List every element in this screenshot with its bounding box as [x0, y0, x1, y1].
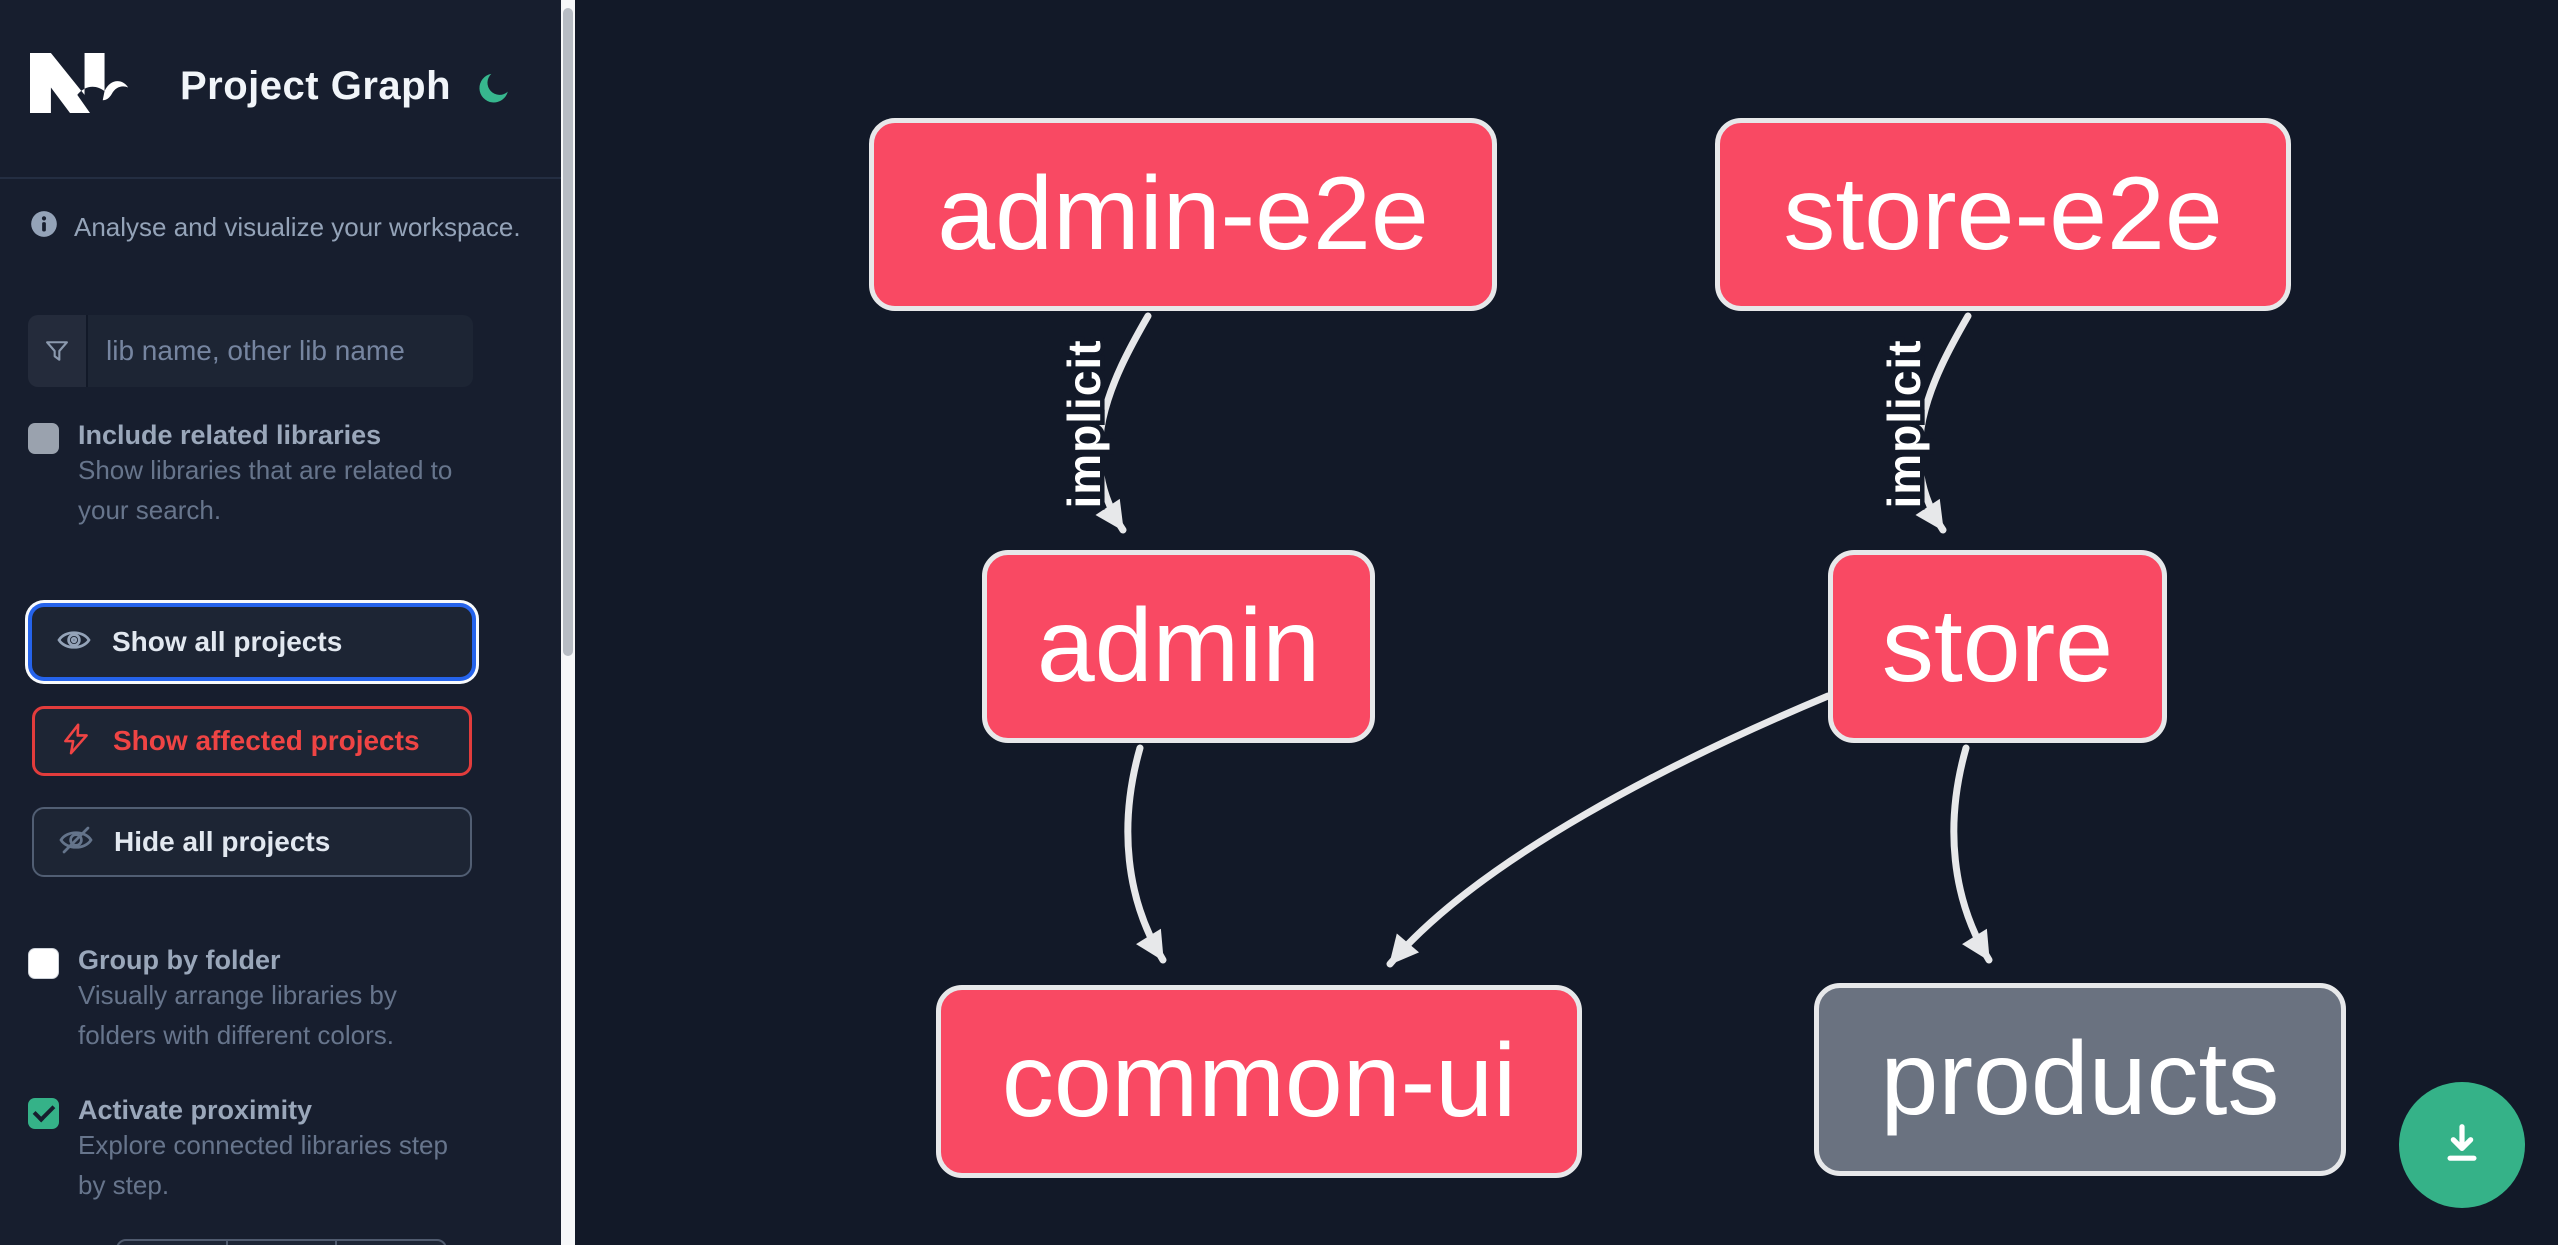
activate-proximity-label: Activate proximity — [78, 1095, 313, 1125]
eye-slash-icon — [58, 822, 94, 863]
node-admin-e2e[interactable]: admin-e2e — [869, 118, 1497, 311]
edge-store-e2e-store — [1915, 312, 1972, 534]
show-all-projects-button[interactable]: Show all projects — [32, 607, 472, 677]
edge-admin-common-ui — [1124, 744, 1167, 964]
group-by-folder-description: Visually arrange libraries by folders wi… — [78, 980, 397, 1050]
sidebar: Project Graph Analyse and visualize your… — [0, 0, 561, 1245]
edge-store-common-ui — [1386, 692, 1832, 968]
filter-funnel-icon — [28, 315, 88, 387]
dependency-edges: implicit implicit — [1054, 312, 1993, 968]
info-icon — [30, 210, 58, 238]
hide-all-projects-label: Hide all projects — [114, 826, 331, 857]
node-label: common-ui — [1001, 1023, 1517, 1139]
node-label: products — [1880, 1021, 2280, 1137]
show-all-projects-label: Show all projects — [112, 626, 343, 657]
activate-proximity-checkbox[interactable] — [28, 1098, 59, 1129]
node-common-ui[interactable]: common-ui — [936, 985, 1582, 1178]
sidebar-scrollbar-thumb[interactable] — [563, 8, 573, 656]
node-products[interactable]: products — [1814, 983, 2346, 1176]
download-icon — [2436, 1117, 2488, 1174]
edge-store-products — [1950, 744, 1993, 964]
group-by-folder-label: Group by folder — [78, 945, 281, 975]
edge-label-implicit: implicit — [1058, 339, 1110, 508]
node-store-e2e[interactable]: store-e2e — [1715, 118, 2291, 311]
node-admin[interactable]: admin — [982, 550, 1375, 743]
workspace-tagline: Analyse and visualize your workspace. — [74, 212, 521, 242]
activate-proximity-description: Explore connected libraries step by step… — [78, 1130, 448, 1200]
search-input[interactable] — [88, 315, 473, 387]
show-affected-projects-button[interactable]: Show affected projects — [32, 706, 472, 776]
lightning-bolt-icon — [59, 722, 93, 761]
edge-admin-e2e-admin — [1095, 312, 1152, 534]
download-image-button[interactable] — [2399, 1082, 2525, 1208]
hide-all-projects-button[interactable]: Hide all projects — [32, 807, 472, 877]
node-label: store-e2e — [1783, 156, 2223, 272]
eye-icon — [56, 622, 92, 663]
include-related-label: Include related libraries — [78, 420, 382, 450]
theme-toggle-moon-icon[interactable] — [476, 70, 512, 106]
edge-label-implicit: implicit — [1878, 339, 1930, 508]
node-store[interactable]: store — [1828, 550, 2167, 743]
page-title: Project Graph — [180, 64, 452, 108]
include-related-checkbox[interactable] — [28, 423, 59, 454]
show-affected-projects-label: Show affected projects — [113, 725, 420, 756]
group-by-folder-checkbox[interactable] — [28, 948, 59, 979]
include-related-description: Show libraries that are related to your … — [78, 455, 453, 525]
node-label: admin-e2e — [937, 156, 1429, 272]
project-graph-canvas[interactable]: implicit implicit admin-e2e store-e2e ad… — [575, 0, 2558, 1245]
node-label: admin — [1036, 588, 1321, 704]
search-field — [28, 315, 473, 387]
checkmark-icon — [32, 1099, 56, 1123]
node-label: store — [1881, 588, 2114, 704]
sidebar-divider — [0, 177, 561, 179]
nx-logo — [30, 50, 130, 121]
sidebar-scrollbar — [561, 0, 575, 1245]
proximity-stepper[interactable] — [116, 1239, 447, 1245]
